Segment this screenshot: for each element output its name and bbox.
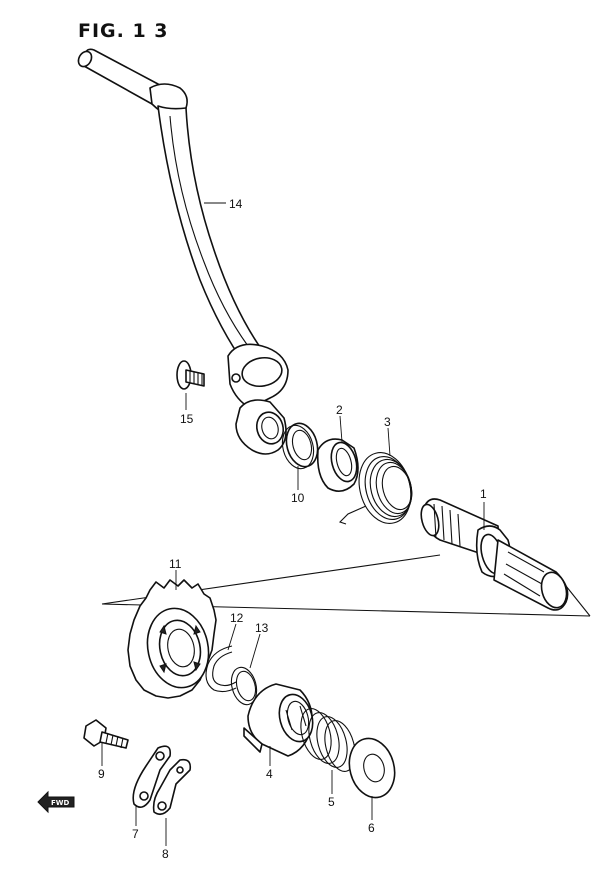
kick-starter-shaft <box>420 498 569 611</box>
callout-1: 1 <box>480 487 487 501</box>
guide-bolt <box>83 719 129 749</box>
washer <box>348 737 396 799</box>
callout-2: 2 <box>336 403 343 417</box>
callout-15: 15 <box>180 412 194 426</box>
callout-11: 11 <box>169 557 182 571</box>
guide-plate <box>132 745 172 808</box>
callout-4: 4 <box>266 767 273 781</box>
circlip-2 <box>230 666 258 706</box>
callout-9: 9 <box>98 767 105 781</box>
starter-guide <box>243 683 314 757</box>
callout-6: 6 <box>368 821 375 835</box>
callout-8: 8 <box>162 847 169 861</box>
callout-13: 13 <box>255 621 269 635</box>
circlip <box>205 645 237 693</box>
kick-starter-lever <box>77 48 289 455</box>
callout-labels: 14 15 2 3 1 10 11 12 13 4 5 6 9 7 8 <box>98 197 487 861</box>
callout-10: 10 <box>291 491 305 505</box>
forward-direction-badge: FWD <box>37 790 75 814</box>
coil-spring <box>300 708 356 772</box>
drive-gear <box>127 579 217 699</box>
lever-bolt <box>176 360 205 390</box>
bracket-plate <box>152 758 192 816</box>
return-spring <box>338 452 413 525</box>
callout-7: 7 <box>132 827 139 841</box>
callout-5: 5 <box>328 795 335 809</box>
callout-14: 14 <box>229 197 243 211</box>
callout-12: 12 <box>230 611 244 625</box>
figure-title: FIG. 1 3 <box>78 20 169 42</box>
spring-guide <box>316 438 359 492</box>
callout-3: 3 <box>384 415 391 429</box>
leader-lines <box>101 202 485 846</box>
oil-seal <box>281 422 319 470</box>
forward-label: FWD <box>51 799 70 807</box>
